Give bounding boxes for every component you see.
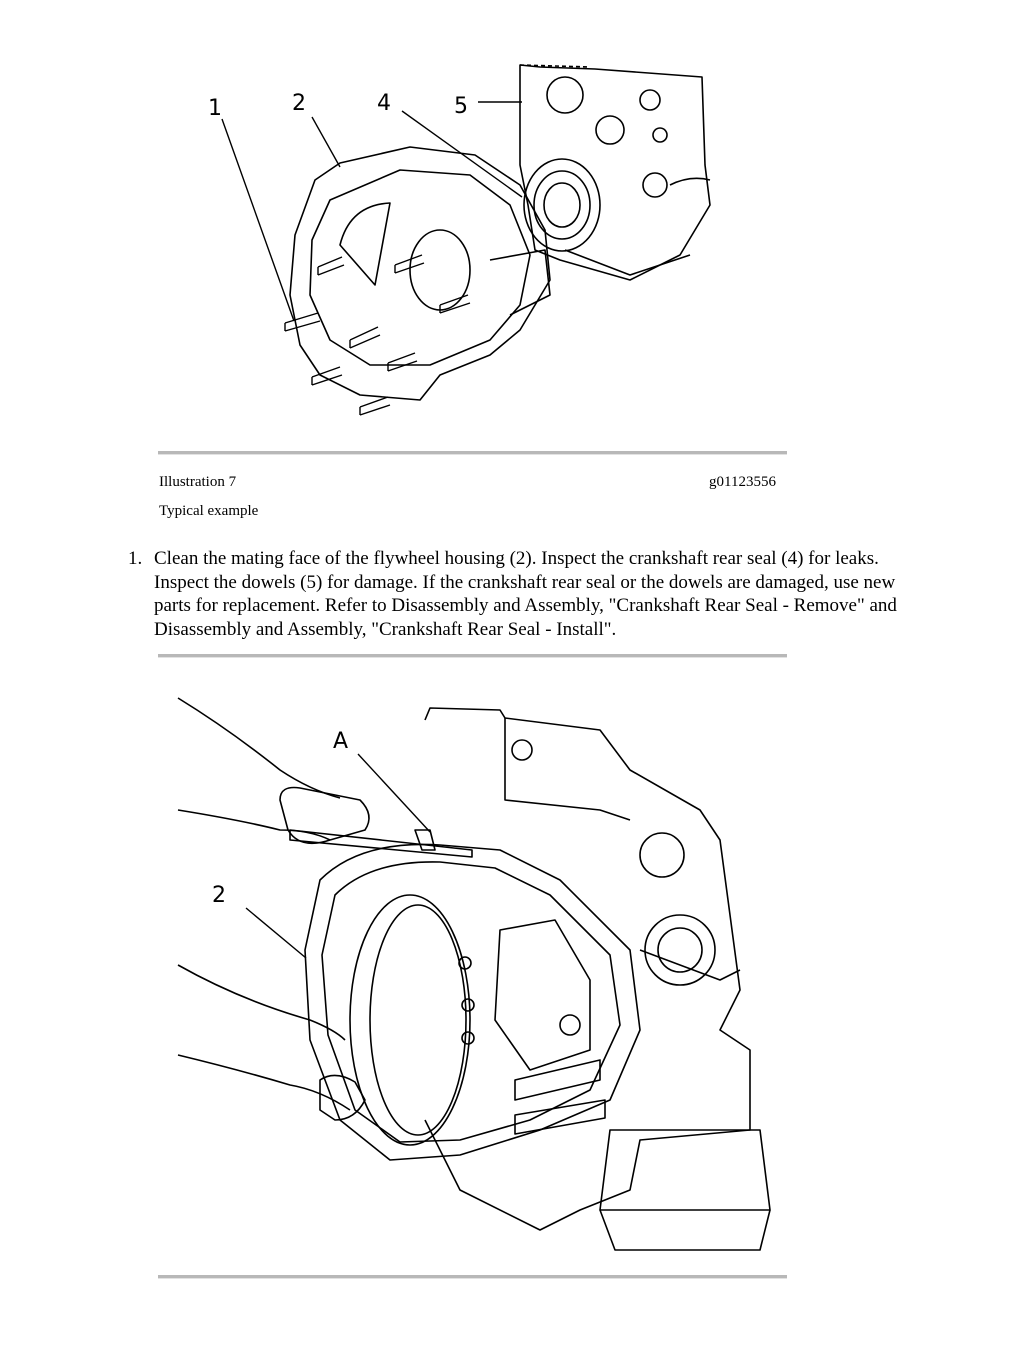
- callout-5: 5: [454, 94, 468, 119]
- illustration-id: g01123556: [709, 474, 776, 490]
- illustration-7-flywheel-housing: 1 2 4 5: [208, 64, 711, 416]
- callout-4: 4: [377, 91, 391, 116]
- illustration-measure-housing: A 2: [177, 697, 771, 1251]
- callout-2-housing: 2: [212, 883, 226, 908]
- callout-1: 1: [208, 96, 222, 121]
- step-number: 1.: [128, 548, 143, 569]
- divider-top: [158, 451, 787, 455]
- step-text: Clean the mating face of the flywheel ho…: [154, 548, 897, 640]
- divider-middle: [158, 654, 787, 658]
- callout-a: A: [333, 729, 348, 754]
- illustration-note: Typical example: [159, 503, 259, 519]
- callout-2: 2: [292, 91, 306, 116]
- illustration-label: Illustration 7: [159, 474, 237, 490]
- divider-bottom: [158, 1275, 787, 1279]
